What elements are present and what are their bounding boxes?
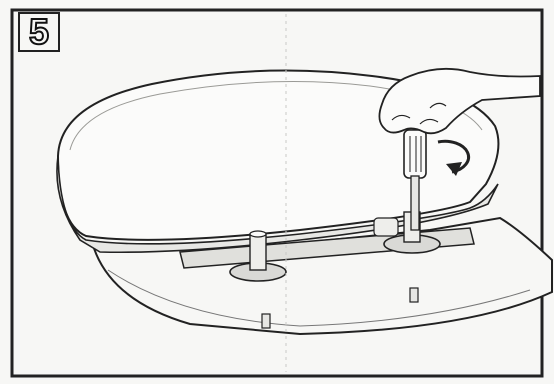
step-number-badge: 5 bbox=[18, 12, 60, 52]
left-bolt bbox=[262, 314, 270, 328]
left-hinge-cap bbox=[250, 231, 266, 237]
right-bolt bbox=[410, 288, 418, 302]
right-hinge-block bbox=[374, 218, 398, 236]
left-hinge-post bbox=[250, 234, 266, 270]
